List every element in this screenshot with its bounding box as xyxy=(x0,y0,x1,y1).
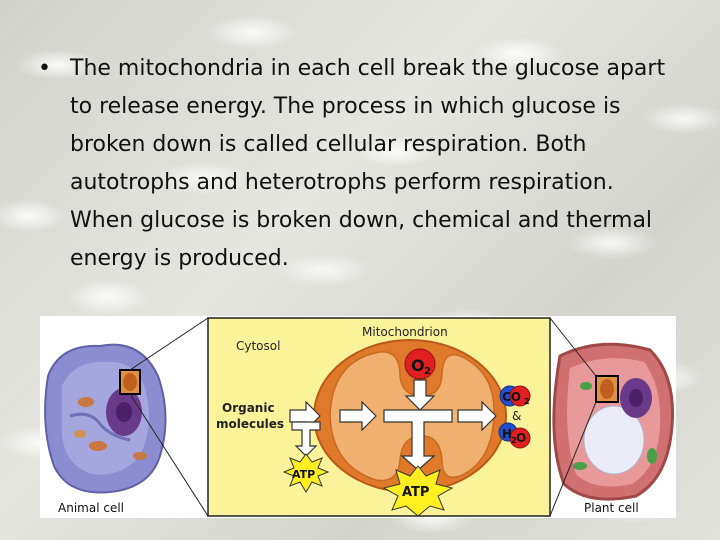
callout-line-left-top xyxy=(129,317,209,371)
cytosol-label: Cytosol xyxy=(236,339,280,353)
water-molecule: H 2 O xyxy=(498,422,531,449)
svg-text:O: O xyxy=(516,431,526,445)
small-atp-arrow xyxy=(291,421,321,457)
svg-text:CO: CO xyxy=(502,390,521,404)
svg-text:2: 2 xyxy=(511,436,517,445)
svg-text:H: H xyxy=(502,427,512,441)
callout-line-left-bottom xyxy=(129,393,209,517)
large-atp-arrow xyxy=(383,409,453,471)
svg-text:2: 2 xyxy=(524,397,530,406)
oxygen-molecule: O 2 xyxy=(404,348,436,380)
organic-label-line1: Organic xyxy=(222,401,275,415)
bullet-marker: • xyxy=(38,56,51,81)
callout-line-right-top xyxy=(549,317,597,377)
bullet-text: The mitochondria in each cell break the … xyxy=(70,56,666,271)
oxygen-down-arrow xyxy=(404,379,436,411)
large-atp-star: ATP xyxy=(382,465,454,517)
mito-inner-arrow-1 xyxy=(339,400,377,432)
plant-cell-illustration xyxy=(552,342,674,501)
cellular-respiration-diagram: Animal cell Plant cell Cytosol Mitochond… xyxy=(40,316,676,518)
small-atp-star: ATP xyxy=(282,453,330,493)
animal-cell-illustration xyxy=(44,343,167,494)
animal-cell-label: Animal cell xyxy=(58,501,124,515)
svg-text:2: 2 xyxy=(424,366,431,377)
ampersand-label: & xyxy=(512,409,521,423)
svg-text:O: O xyxy=(411,356,425,375)
mitochondrion-label: Mitochondrion xyxy=(362,325,448,339)
carbon-dioxide-molecule: CO 2 xyxy=(499,385,531,407)
callout-line-right-bottom xyxy=(549,401,597,517)
large-atp-label: ATP xyxy=(402,485,429,500)
mito-output-arrow xyxy=(457,400,497,432)
plant-cell-label: Plant cell xyxy=(584,501,639,515)
slide-bullet-point: • The mitochondria in each cell break th… xyxy=(38,50,678,278)
organic-label-line2: molecules xyxy=(216,417,284,431)
small-atp-label: ATP xyxy=(292,468,315,481)
